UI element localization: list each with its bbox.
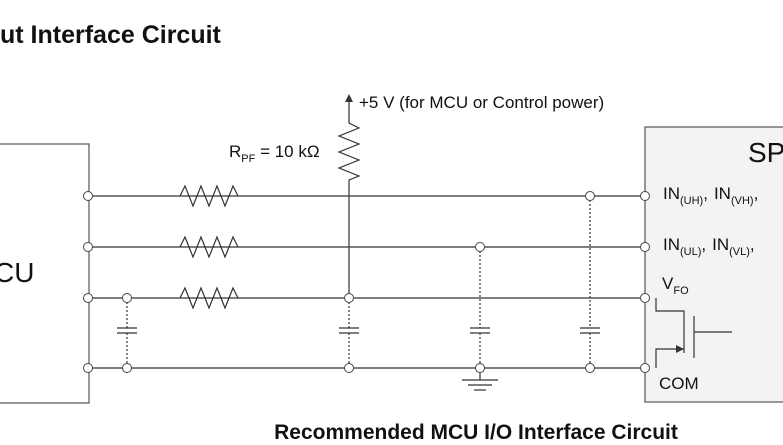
mcu-label: CU <box>0 257 34 288</box>
capacitor-mcu-side <box>117 298 137 368</box>
ic-pin-low-label: IN(UL),IN(VL), <box>663 235 755 258</box>
series-resistor-fault <box>179 286 239 310</box>
ic-pin-fault-label: VFO <box>662 274 689 297</box>
page-title: ut Interface Circuit <box>0 21 222 49</box>
pullup-resistor <box>337 110 361 298</box>
mcu-block <box>0 143 90 404</box>
capacitor-low-line <box>470 247 490 368</box>
pullup-label-value: = 10 kΩ <box>255 142 319 161</box>
ic-title: SP <box>748 137 783 168</box>
pullup-label-subscript: PF <box>241 153 255 165</box>
ic-block <box>644 126 783 403</box>
pullup-label: RPF = 10 kΩ <box>229 142 320 165</box>
fault-transistor-icon <box>655 298 732 368</box>
supply-label: +5 V (for MCU or Control power) <box>359 93 604 112</box>
capacitor-pullup-node <box>339 298 359 368</box>
figure-caption: Recommended MCU I/O Interface Circuit <box>274 421 678 444</box>
series-resistor-low <box>179 235 239 259</box>
capacitor-high-line <box>580 196 600 368</box>
supply-arrow-icon <box>345 94 353 102</box>
pullup-label-prefix: R <box>229 142 241 161</box>
junction-nodes <box>83 191 650 373</box>
series-resistor-high <box>179 184 239 208</box>
ic-pin-com-label: COM <box>659 374 699 393</box>
ic-pin-high-label: IN(UH),IN(VH), <box>663 184 758 207</box>
